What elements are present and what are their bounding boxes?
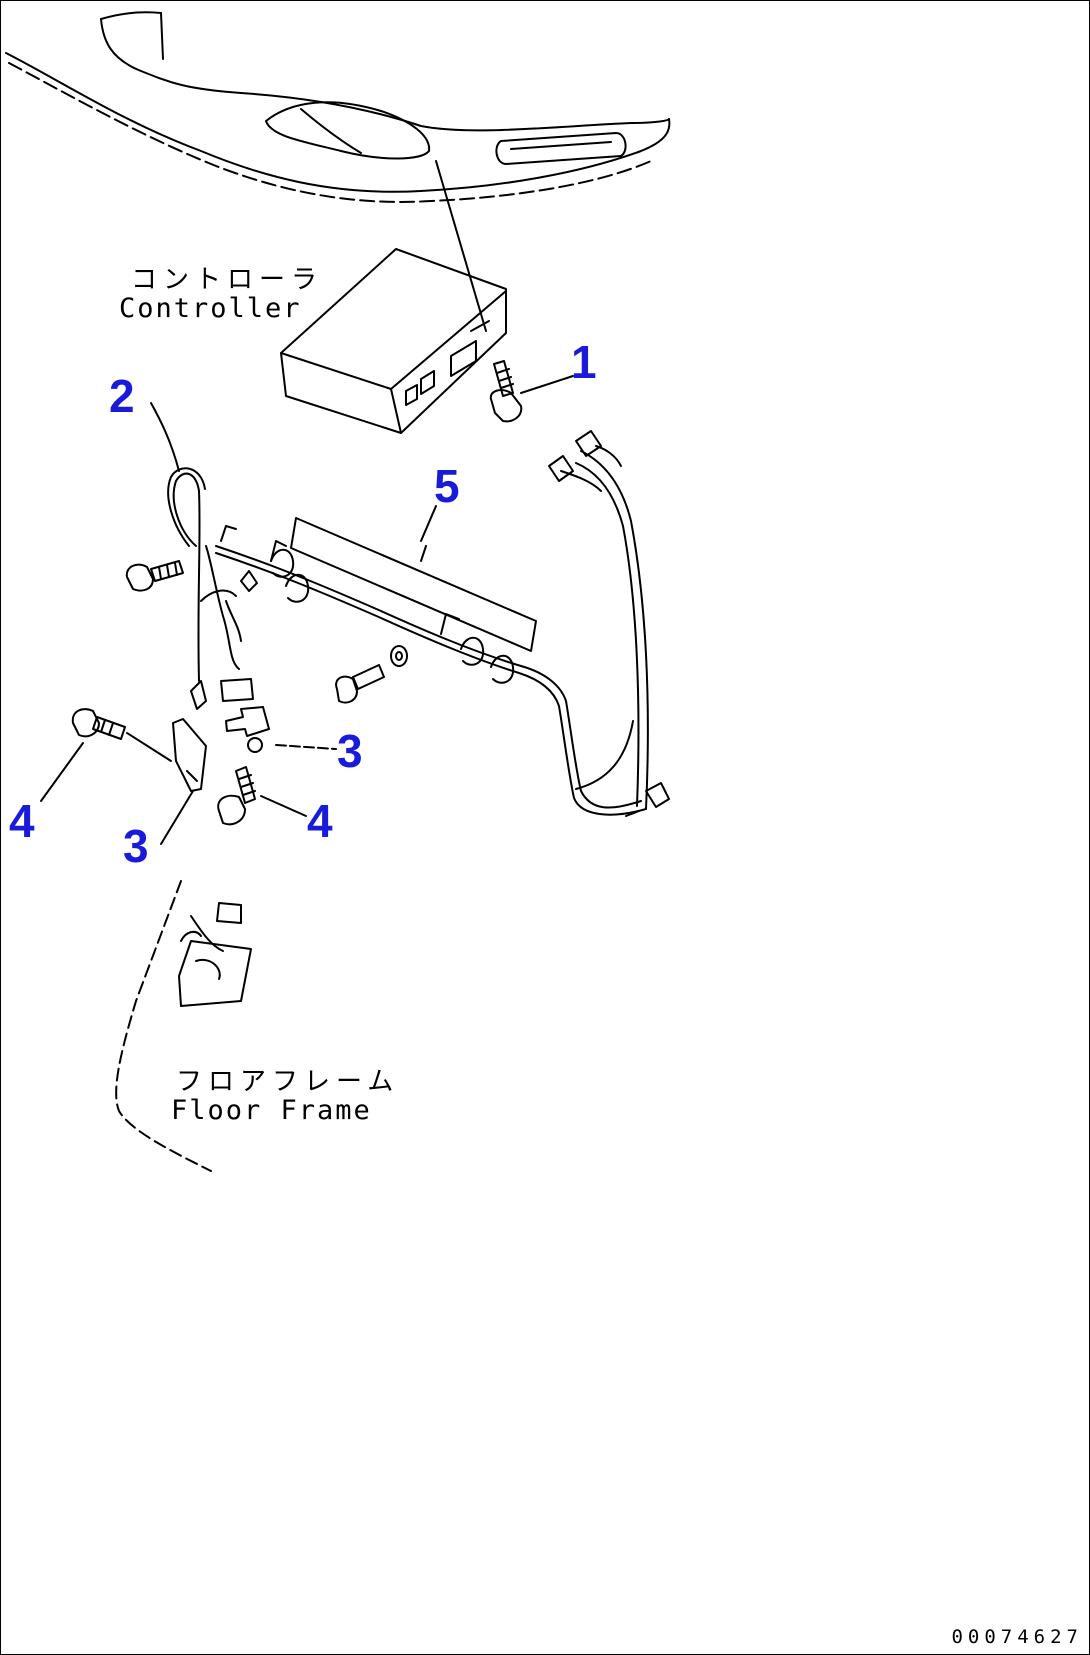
wire-harness-5 bbox=[215, 450, 649, 816]
connector-bottom bbox=[625, 782, 670, 817]
callout-2: 2 bbox=[109, 370, 135, 422]
bolt-4-right bbox=[217, 766, 307, 826]
callout-3-left: 3 bbox=[123, 820, 149, 872]
mount-line bbox=[435, 160, 487, 332]
bolt-4-left bbox=[40, 708, 172, 802]
harness-2 bbox=[150, 402, 258, 710]
floor-frame-sketch bbox=[115, 880, 252, 1172]
bolt-1 bbox=[489, 360, 574, 423]
callout-3-right: 3 bbox=[337, 725, 363, 777]
drawing-code: 00074627 bbox=[951, 1626, 1083, 1648]
callout-4-left: 4 bbox=[9, 795, 35, 847]
bolt-upper-left bbox=[125, 560, 184, 592]
connector-top bbox=[548, 430, 622, 492]
console-outline bbox=[5, 11, 671, 203]
controller-box bbox=[280, 248, 507, 434]
bracket-3-left bbox=[160, 718, 207, 845]
floor-frame-label-jp: フロアフレーム bbox=[176, 1067, 400, 1097]
callout-leaders bbox=[420, 505, 437, 542]
callout-1: 1 bbox=[571, 336, 597, 388]
floor-frame-label-en: Floor Frame bbox=[171, 1095, 372, 1126]
callout-5: 5 bbox=[434, 460, 460, 512]
clip-3-right bbox=[220, 678, 337, 753]
controller-label-jp: コントローラ bbox=[131, 265, 324, 295]
bolt-middle bbox=[335, 645, 408, 704]
controller-label-en: Controller bbox=[119, 293, 302, 324]
harness-clamps bbox=[220, 525, 515, 684]
callout-4-right: 4 bbox=[307, 795, 333, 847]
